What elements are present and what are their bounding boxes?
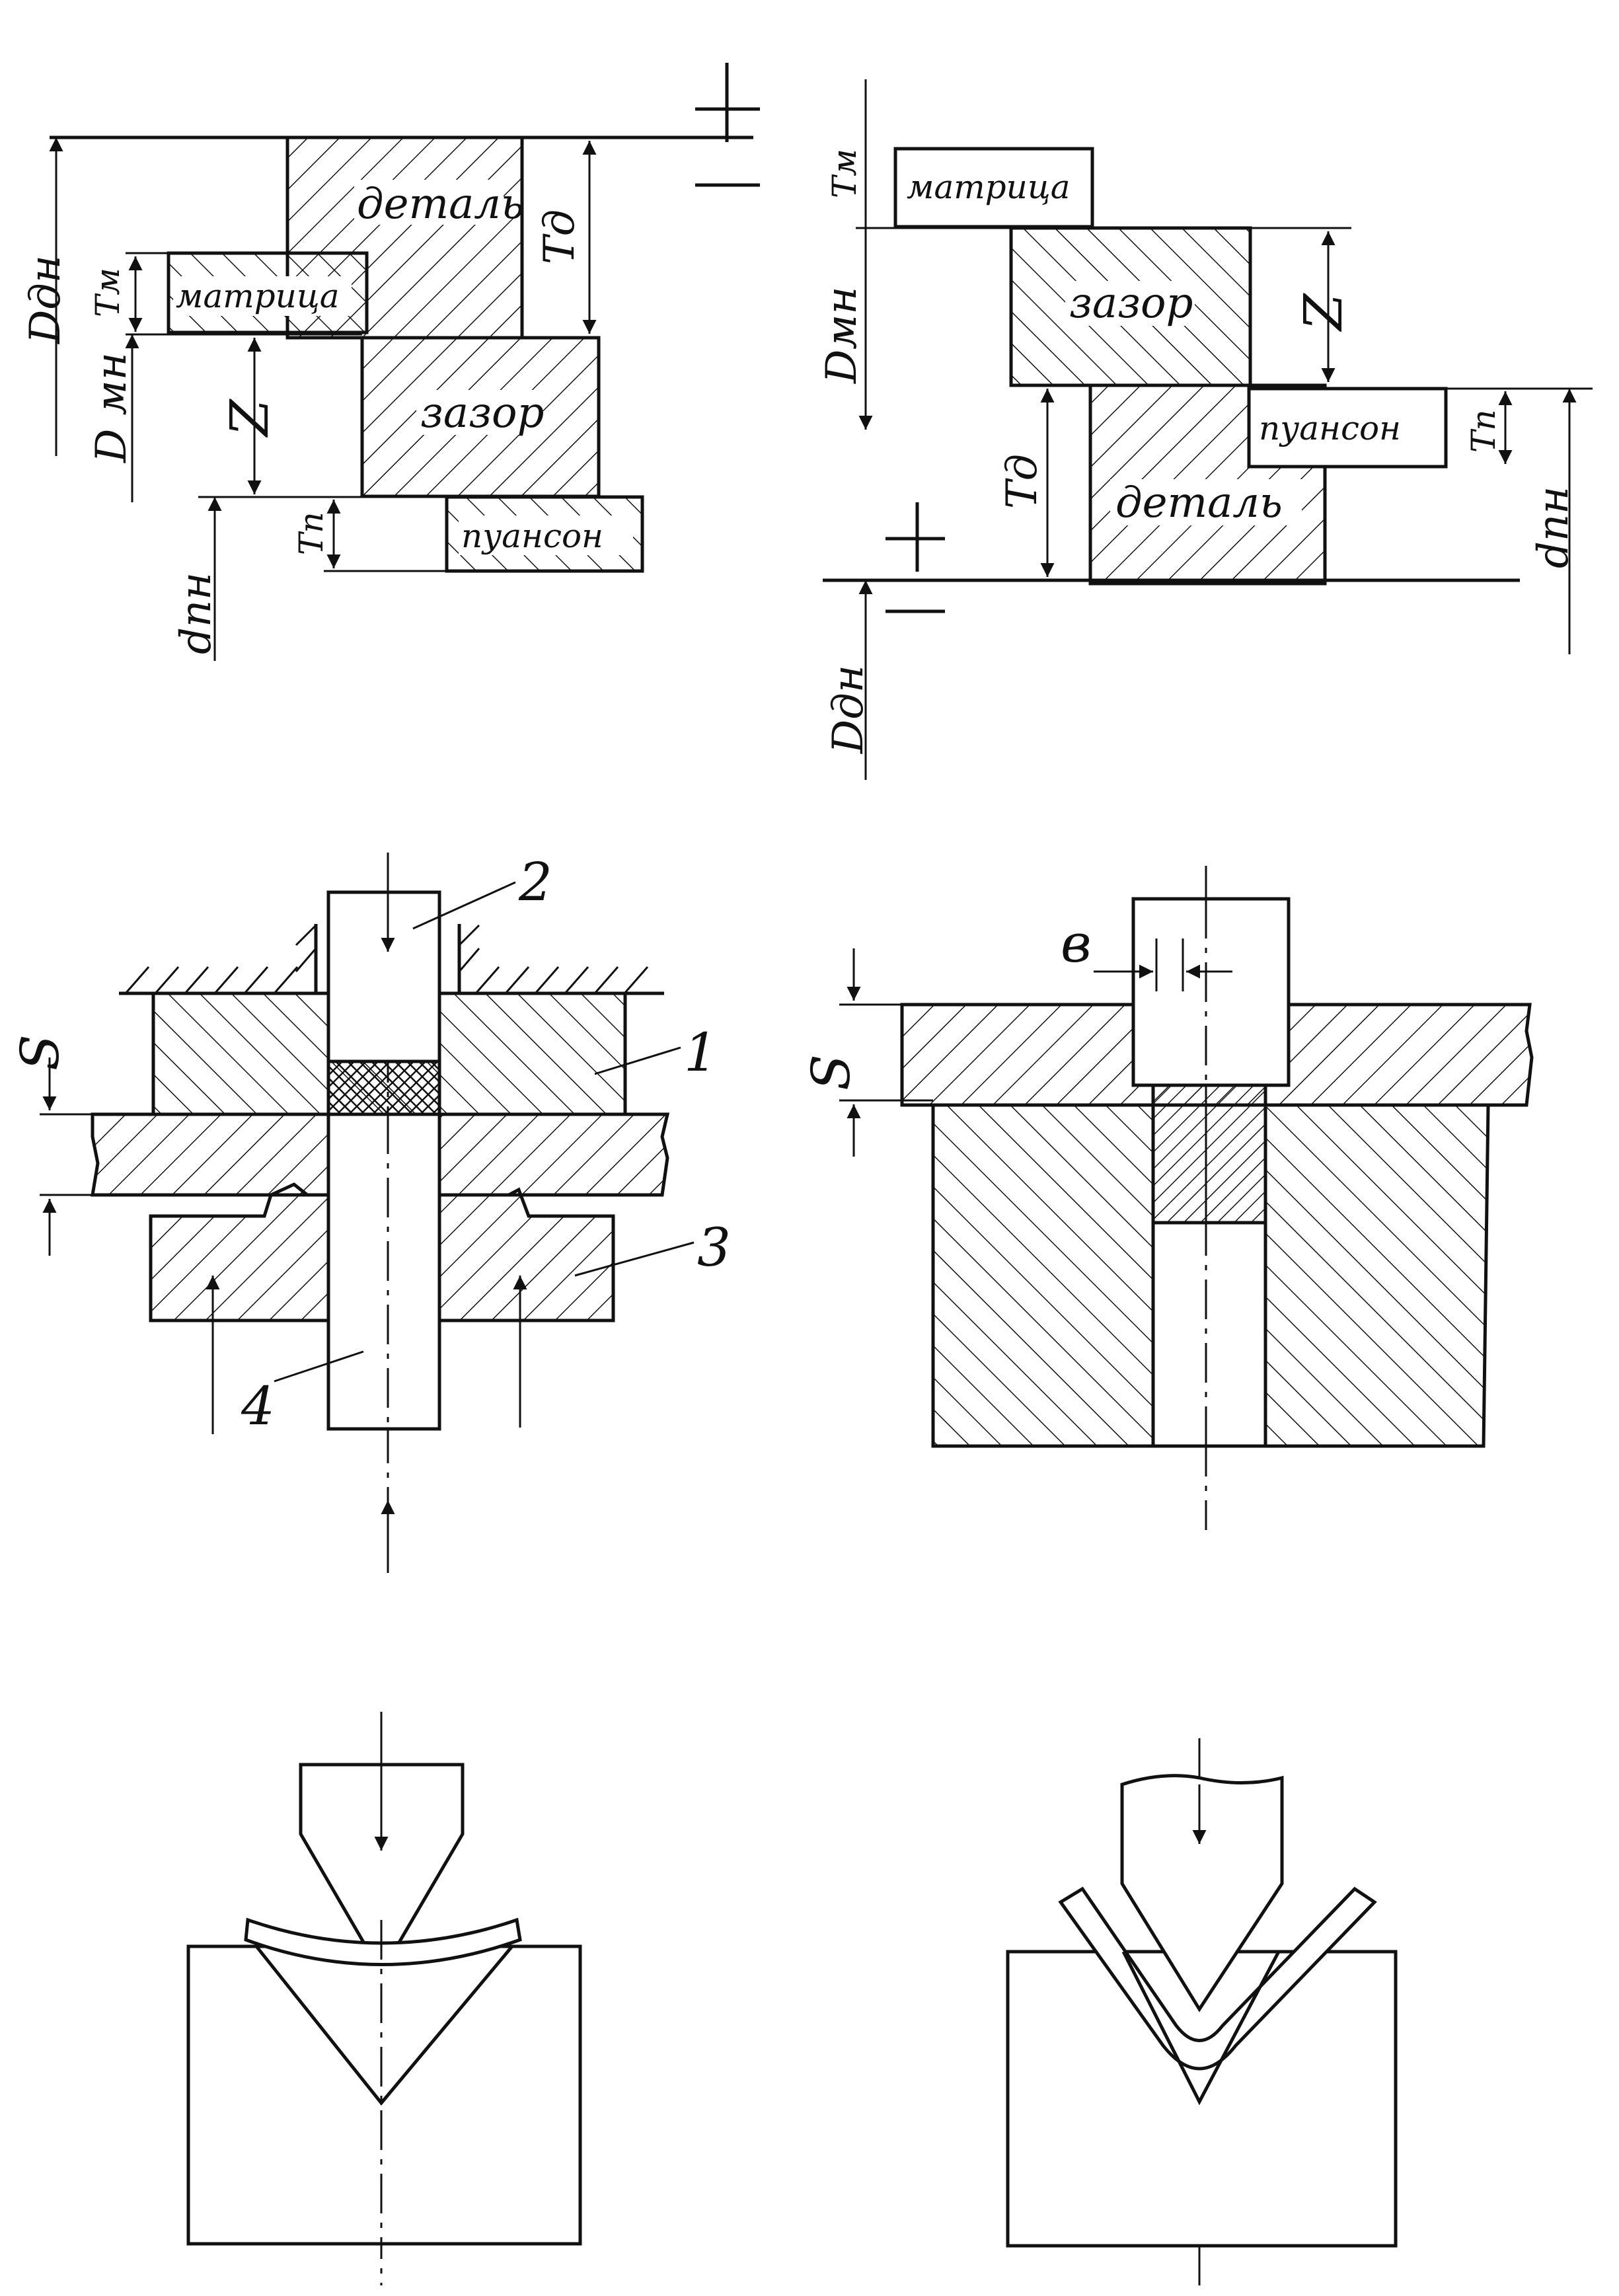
- dim-Z-2: Z: [1293, 293, 1354, 332]
- dim-Tp-2: Tп: [1464, 409, 1503, 453]
- punch-label: пуансон: [461, 517, 603, 555]
- dim-Td: Tд: [535, 210, 584, 264]
- gap-label: зазор: [420, 389, 544, 438]
- num-3: 3: [697, 1217, 731, 1278]
- punch-label-2: пуансон: [1259, 409, 1401, 447]
- part-label: деталь: [357, 180, 524, 229]
- lower-punch: [326, 1112, 441, 1431]
- clearance-diagram: в S: [800, 866, 1534, 1530]
- die-label: матрица: [176, 277, 340, 315]
- dim-Tm: Tм: [89, 268, 127, 317]
- blank-slug: [326, 1059, 441, 1116]
- punching-die-diagram: 2 1 3 4 S: [9, 851, 731, 1573]
- dim-Tp: Tп: [292, 512, 330, 555]
- dim-S: S: [9, 1034, 71, 1071]
- plus-minus-sign: [695, 63, 760, 187]
- dim-dpn: dпн: [172, 572, 221, 654]
- die-field-2: [893, 147, 1094, 229]
- v-die: [186, 1944, 582, 2246]
- die-hole: [1151, 1221, 1267, 1448]
- num-4: 4: [241, 1375, 275, 1437]
- dim-Z: Z: [219, 399, 280, 438]
- dim-Tm-2: Tм: [825, 149, 864, 198]
- blank-plate: [244, 1917, 522, 1966]
- part-label-2: деталь: [1115, 478, 1283, 527]
- v-bend-end-diagram: [1006, 1738, 1398, 2285]
- wedge-punch: [299, 1763, 465, 1976]
- press-frame-hatch: [124, 924, 649, 994]
- dim-Dmn: D мн: [87, 352, 136, 463]
- tolerance-diagram-left: деталь матрица зазор пуансон Dдн D мн Tм…: [21, 63, 760, 661]
- dim-dpn-2: dпн: [1529, 486, 1578, 568]
- dim-Td-2: Tд: [998, 454, 1047, 509]
- upper-punch: [326, 890, 441, 1063]
- bent-part: [1058, 1886, 1377, 2071]
- dim-Dmn-2: Dмн: [817, 286, 866, 384]
- dim-Ddn: Dдн: [21, 255, 70, 344]
- dim-Ddn-2: Dдн: [824, 665, 873, 754]
- die-label-2: матрица: [907, 168, 1071, 206]
- punch-field-2: [1247, 387, 1448, 469]
- bend-punch: [1120, 1774, 1284, 2012]
- gap-label-2: зазор: [1069, 279, 1193, 328]
- dim-S-2: S: [800, 1054, 862, 1091]
- dim-b: в: [1061, 913, 1092, 974]
- tolerance-diagram-right: матрица зазор деталь пуансон Tм Dмн Z Tп…: [817, 79, 1593, 780]
- v-bend-start-diagram: [186, 1712, 582, 2285]
- slug-2: [1151, 1083, 1267, 1225]
- num-1: 1: [684, 1022, 718, 1083]
- num-2: 2: [518, 851, 552, 913]
- punch-2: [1131, 897, 1291, 1087]
- plus-minus-sign-2: [885, 502, 945, 613]
